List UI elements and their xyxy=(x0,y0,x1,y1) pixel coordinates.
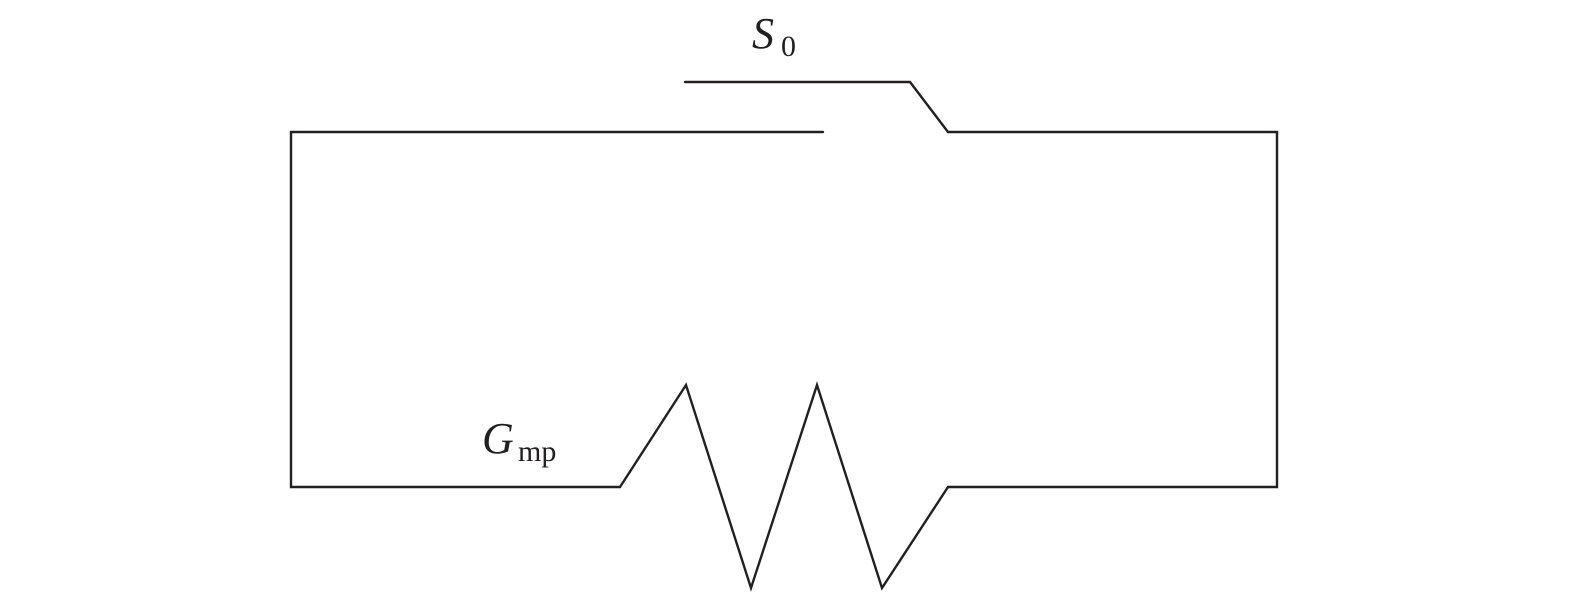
resistor-zigzag xyxy=(618,381,950,592)
switch-label: S xyxy=(752,9,774,58)
resistor-label: G xyxy=(482,414,514,463)
left-wire xyxy=(289,130,825,489)
resistor-label-subscript: mp xyxy=(518,435,556,468)
right-wire xyxy=(946,130,1279,489)
switch-label-subscript: 0 xyxy=(781,30,796,63)
switch-blade xyxy=(683,80,950,134)
